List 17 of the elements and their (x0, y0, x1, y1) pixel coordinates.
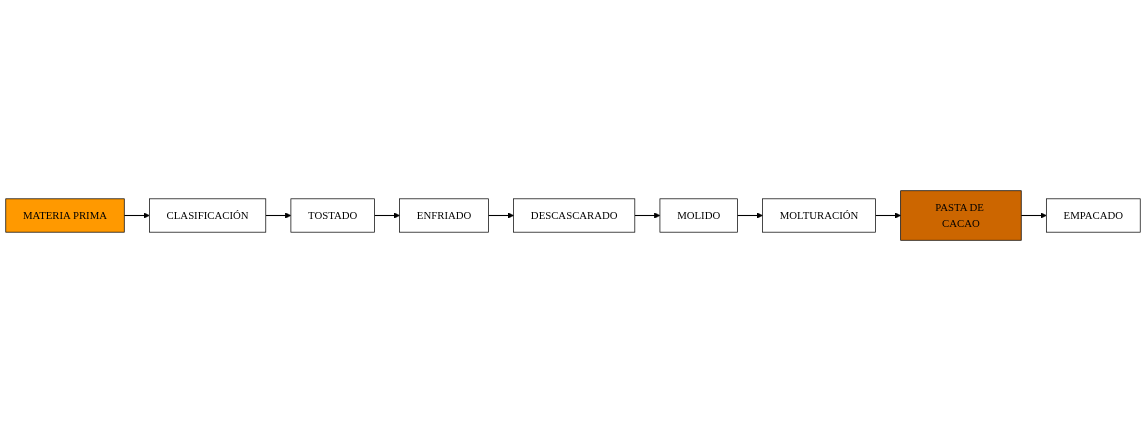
node-box: EMPACADO (1046, 198, 1141, 233)
node-box: MOLTURACIÓN (762, 198, 876, 233)
arrow (373, 212, 400, 219)
node-box: MOLIDO (659, 198, 738, 233)
node-box: MATERIA PRIMA (5, 198, 125, 233)
arrow (875, 212, 901, 219)
arrow (634, 212, 661, 219)
node-box: DESCASCARADO (513, 198, 636, 233)
arrow (736, 212, 763, 219)
arrow (265, 212, 292, 219)
node-box: CLASIFICACIÓN (149, 198, 267, 233)
arrow (123, 212, 150, 219)
arrow (487, 212, 514, 219)
node-box: PASTA DE CACAO (900, 190, 1022, 241)
node-box: TOSTADO (290, 198, 375, 233)
node-box: ENFRIADO (399, 198, 489, 233)
arrow (1020, 212, 1047, 219)
